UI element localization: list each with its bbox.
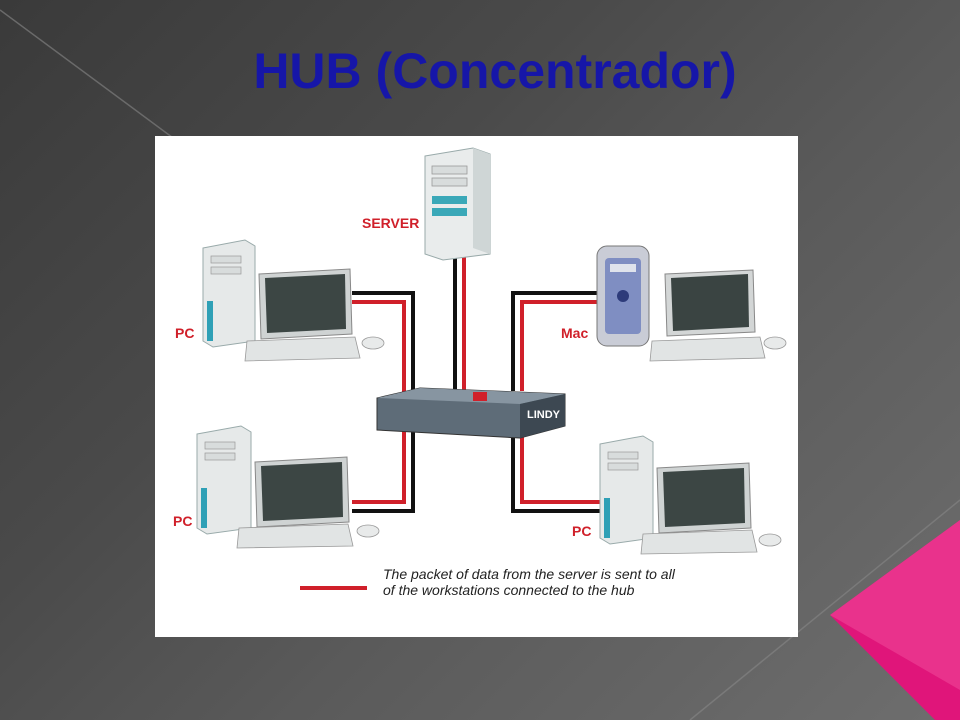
pc-top-left-icon [202,239,385,362]
server-tower-icon [424,147,491,261]
pc-bottom-right-icon [599,435,782,555]
cable-pc-bottom-left [352,431,415,513]
server-label: SERVER [362,215,420,231]
cable-pc-bottom-right [511,436,605,513]
network-diagram: LINDY SERVER PC Mac PC PC [155,136,798,637]
pc-bottom-right-label: PC [572,523,592,539]
mac-label: Mac [561,325,589,341]
hub-device-icon: LINDY [376,387,566,439]
hub-brand-label: LINDY [527,409,561,421]
cable-pc-top-left [352,291,415,398]
pc-top-left-label: PC [175,325,195,341]
cable-server [453,251,466,391]
magenta-accent-highlight [830,520,960,690]
cable-mac [511,291,605,391]
network-diagram-graphic: LINDY [196,147,787,590]
pc-bottom-left-label: PC [173,513,193,529]
pc-bottom-left-icon [196,425,380,549]
bg-diagonal-line [689,499,960,720]
legend-text: The packet of data from the server is se… [383,566,675,598]
slide-title: HUB (Concentrador) [253,43,737,99]
mac-computer-icon [596,245,787,362]
